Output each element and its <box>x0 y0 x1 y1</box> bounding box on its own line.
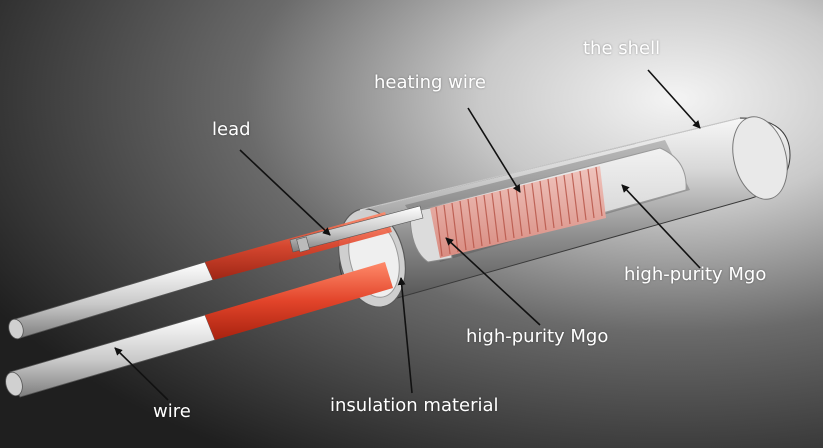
arrow-lead <box>239 149 331 236</box>
arrow-mgo-right <box>621 184 701 269</box>
heating-coil <box>430 166 606 258</box>
label-heating-wire: heating wire <box>374 72 486 93</box>
arrow-insulation <box>397 277 413 394</box>
label-lead: lead <box>212 119 251 140</box>
arrow-mgo-center <box>445 237 541 326</box>
lower-wire-rod <box>5 262 393 398</box>
leader-arrows <box>114 69 701 401</box>
label-insulation-material: insulation material <box>330 395 499 416</box>
label-the-shell: the shell <box>583 38 661 59</box>
label-mgo-right: high-purity Mgo <box>624 264 767 285</box>
arrow-heating-wire <box>467 107 521 193</box>
label-wire: wire <box>153 401 191 422</box>
shell-highlight <box>359 117 741 211</box>
label-mgo-center: high-purity Mgo <box>466 326 609 347</box>
arrow-the-shell <box>647 69 701 129</box>
upper-lead-rod <box>8 205 424 340</box>
arrow-wire <box>114 347 169 401</box>
